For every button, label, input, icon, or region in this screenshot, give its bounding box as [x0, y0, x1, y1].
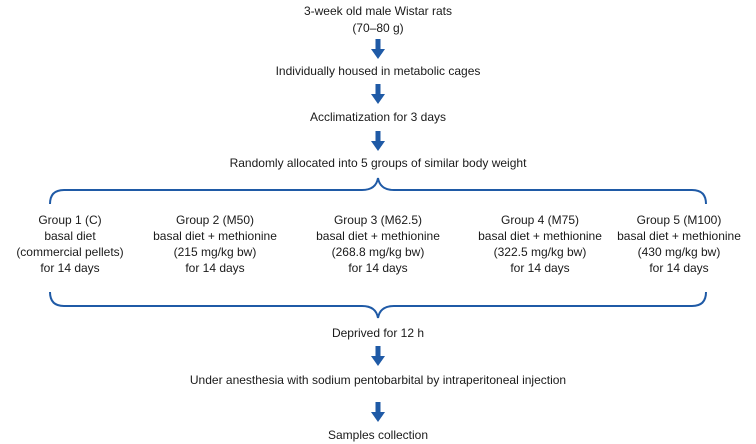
- group-dose: (215 mg/kg bw): [173, 245, 257, 259]
- step-housing: Individually housed in metabolic cages: [0, 63, 756, 80]
- down-arrow-icon: [371, 346, 385, 366]
- down-arrow-icon: [371, 131, 385, 151]
- animals-weight-range: (70–80 g): [352, 21, 404, 35]
- group-card-5: Group 5 (M100) basal diet + methionine (…: [604, 212, 754, 276]
- bottom-brace: [49, 291, 707, 319]
- step-samples-collection: Samples collection: [0, 427, 756, 444]
- group-name: Group 4 (M75): [500, 213, 580, 227]
- down-arrow-icon: [371, 84, 385, 104]
- group-card-4: Group 4 (M75) basal diet + methionine (3…: [465, 212, 615, 276]
- group-card-2: Group 2 (M50) basal diet + methionine (2…: [140, 212, 290, 276]
- group-dose: (268.8 mg/kg bw): [331, 245, 425, 259]
- anesthesia-text: Under anesthesia with sodium pentobarbit…: [189, 373, 567, 387]
- group-diet: basal diet + methionine: [153, 229, 277, 243]
- deprivation-text: Deprived for 12 h: [331, 326, 425, 340]
- step-acclimatization: Acclimatization for 3 days: [0, 109, 756, 126]
- group-name: Group 3 (M62.5): [333, 213, 423, 227]
- group-diet: basal diet + methionine: [478, 229, 602, 243]
- group-name: Group 2 (M50): [175, 213, 255, 227]
- group-duration: for 14 days: [348, 261, 408, 275]
- group-duration: for 14 days: [510, 261, 570, 275]
- group-duration: for 14 days: [185, 261, 245, 275]
- group-duration: for 14 days: [40, 261, 100, 275]
- group-diet: basal diet + methionine: [316, 229, 440, 243]
- group-card-3: Group 3 (M62.5) basal diet + methionine …: [303, 212, 453, 276]
- housing-text: Individually housed in metabolic cages: [275, 64, 481, 78]
- step-animals: 3-week old male Wistar rats (70–80 g): [0, 3, 756, 37]
- step-allocation: Randomly allocated into 5 groups of simi…: [0, 155, 756, 172]
- collection-text: Samples collection: [327, 428, 429, 442]
- step-deprivation: Deprived for 12 h: [0, 325, 756, 342]
- group-diet: basal diet + methionine: [617, 229, 741, 243]
- group-name: Group 5 (M100): [636, 213, 722, 227]
- step-anesthesia: Under anesthesia with sodium pentobarbit…: [0, 372, 756, 389]
- group-duration: for 14 days: [649, 261, 709, 275]
- animals-description: 3-week old male Wistar rats: [303, 4, 453, 18]
- top-brace: [49, 177, 707, 205]
- allocation-text: Randomly allocated into 5 groups of simi…: [229, 156, 527, 170]
- down-arrow-icon: [371, 39, 385, 59]
- group-diet: basal diet: [44, 229, 96, 243]
- group-dose: (322.5 mg/kg bw): [493, 245, 587, 259]
- group-dose: (commercial pellets): [16, 245, 124, 259]
- acclimatization-text: Acclimatization for 3 days: [309, 110, 447, 124]
- group-dose: (430 mg/kg bw): [637, 245, 721, 259]
- down-arrow-icon: [371, 402, 385, 422]
- group-card-1: Group 1 (C) basal diet (commercial pelle…: [0, 212, 145, 276]
- group-name: Group 1 (C): [38, 213, 102, 227]
